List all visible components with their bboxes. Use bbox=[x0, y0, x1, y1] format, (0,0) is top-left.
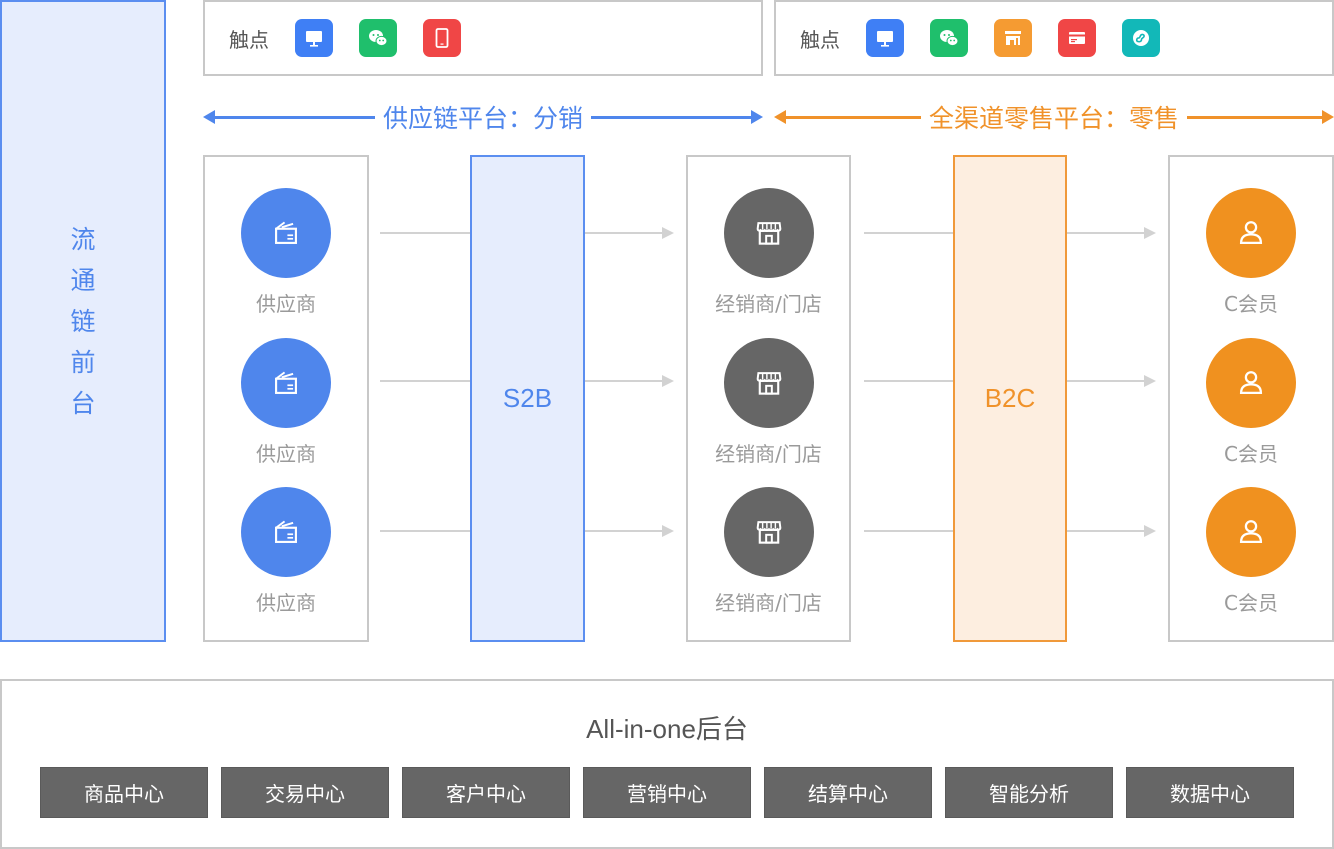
connector-line bbox=[864, 380, 953, 382]
supplier-label: 供应商 bbox=[256, 292, 316, 316]
dealer-node[interactable]: 经销商/门店 bbox=[688, 487, 849, 616]
arrow-line bbox=[1187, 115, 1323, 119]
all-in-one-backend: All-in-one后台 商品中心 交易中心 客户中心 营销中心 结算中心 智能… bbox=[0, 679, 1334, 849]
b2c-hub: B2C bbox=[953, 155, 1067, 642]
s2b-label: S2B bbox=[502, 383, 553, 413]
arrow-left-icon bbox=[203, 110, 215, 124]
wechat-icon[interactable] bbox=[930, 19, 968, 57]
wallet-icon bbox=[241, 188, 331, 278]
omnichannel-retail-platform-arrow: 全渠道零售平台：零售 bbox=[774, 100, 1334, 134]
shop-icon bbox=[723, 338, 814, 428]
card-icon[interactable] bbox=[1058, 19, 1096, 57]
arrow-head-icon bbox=[1144, 525, 1156, 537]
module-settlement-center[interactable]: 结算中心 bbox=[764, 767, 932, 818]
arrow-left-icon bbox=[774, 110, 786, 124]
panel-label-char: 台 bbox=[70, 388, 96, 418]
arrow-head-icon bbox=[662, 525, 674, 537]
arrow-line bbox=[786, 115, 921, 119]
shop-icon bbox=[723, 188, 814, 278]
desktop-icon[interactable] bbox=[866, 19, 904, 57]
dealers-column: 经销商/门店 经销商/门店 经销商/门店 bbox=[686, 155, 851, 642]
dealer-label: 经销商/门店 bbox=[715, 442, 822, 466]
panel-label-char: 通 bbox=[70, 265, 96, 295]
module-customer-center[interactable]: 客户中心 bbox=[402, 767, 570, 818]
dealer-label: 经销商/门店 bbox=[715, 292, 822, 316]
suppliers-column: 供应商 供应商 供应商 bbox=[203, 155, 369, 642]
arrow-head-icon bbox=[1144, 227, 1156, 239]
arrow-right-icon bbox=[1322, 110, 1334, 124]
backend-title: All-in-one后台 bbox=[586, 714, 748, 744]
supplier-node[interactable]: 供应商 bbox=[205, 487, 367, 616]
member-node[interactable]: C会员 bbox=[1170, 487, 1332, 616]
circulation-chain-frontend-panel: 流 通 链 前 台 bbox=[0, 0, 166, 642]
panel-label-char: 链 bbox=[70, 306, 96, 336]
desktop-icon[interactable] bbox=[295, 19, 333, 57]
touchpoints-retail: 触点 bbox=[774, 0, 1334, 76]
member-label: C会员 bbox=[1224, 442, 1278, 466]
touchpoints-supply: 触点 bbox=[203, 0, 763, 76]
dealer-node[interactable]: 经销商/门店 bbox=[688, 338, 849, 467]
connector-line bbox=[380, 380, 470, 382]
arrow-line bbox=[591, 115, 752, 119]
module-trade-center[interactable]: 交易中心 bbox=[221, 767, 389, 818]
b2c-label: B2C bbox=[984, 383, 1036, 413]
user-icon bbox=[1206, 487, 1296, 577]
shop-icon bbox=[723, 487, 814, 577]
module-product-center[interactable]: 商品中心 bbox=[40, 767, 208, 818]
touchpoints-label: 触点 bbox=[800, 27, 840, 52]
supplier-label: 供应商 bbox=[256, 442, 316, 466]
member-label: C会员 bbox=[1224, 292, 1278, 316]
supplier-node[interactable]: 供应商 bbox=[205, 338, 367, 467]
panel-label-char: 前 bbox=[70, 347, 96, 377]
supplier-node[interactable]: 供应商 bbox=[205, 188, 367, 317]
wechat-icon[interactable] bbox=[359, 19, 397, 57]
connector-line bbox=[380, 530, 470, 532]
user-icon bbox=[1206, 188, 1296, 278]
mobile-icon[interactable] bbox=[423, 19, 461, 57]
arrow-right-icon bbox=[751, 110, 764, 124]
user-icon bbox=[1206, 338, 1296, 428]
connector-line bbox=[864, 232, 953, 234]
connector-line bbox=[585, 232, 663, 234]
arrow-head-icon bbox=[662, 375, 674, 387]
members-column: C会员 C会员 C会员 bbox=[1168, 155, 1334, 642]
supplier-label: 供应商 bbox=[256, 591, 316, 615]
connector-line bbox=[585, 380, 663, 382]
touchpoints-label: 触点 bbox=[229, 27, 269, 52]
connector-line bbox=[1067, 232, 1145, 234]
module-data-center[interactable]: 数据中心 bbox=[1126, 767, 1294, 818]
supply-chain-platform-label: 供应链平台：分销 bbox=[383, 104, 584, 133]
connector-line bbox=[1067, 380, 1145, 382]
wallet-icon bbox=[241, 487, 331, 577]
connector-line bbox=[864, 530, 953, 532]
arrow-head-icon bbox=[1144, 375, 1156, 387]
mini-program-icon[interactable] bbox=[1122, 19, 1160, 57]
dealer-label: 经销商/门店 bbox=[715, 591, 822, 615]
module-marketing-center[interactable]: 营销中心 bbox=[583, 767, 751, 818]
arrow-head-icon bbox=[662, 227, 674, 239]
member-label: C会员 bbox=[1224, 591, 1278, 615]
supply-chain-platform-arrow: 供应链平台：分销 bbox=[203, 100, 764, 134]
member-node[interactable]: C会员 bbox=[1170, 338, 1332, 467]
retail-platform-label: 全渠道零售平台：零售 bbox=[929, 104, 1180, 133]
connector-line bbox=[1067, 530, 1145, 532]
member-node[interactable]: C会员 bbox=[1170, 188, 1332, 317]
wallet-icon bbox=[241, 338, 331, 428]
dealer-node[interactable]: 经销商/门店 bbox=[688, 188, 849, 317]
panel-label-char: 流 bbox=[70, 224, 96, 254]
module-smart-analytics[interactable]: 智能分析 bbox=[945, 767, 1113, 818]
store-icon[interactable] bbox=[994, 19, 1032, 57]
connector-line bbox=[585, 530, 663, 532]
arrow-line bbox=[215, 115, 375, 119]
connector-line bbox=[380, 232, 470, 234]
s2b-hub: S2B bbox=[470, 155, 585, 642]
